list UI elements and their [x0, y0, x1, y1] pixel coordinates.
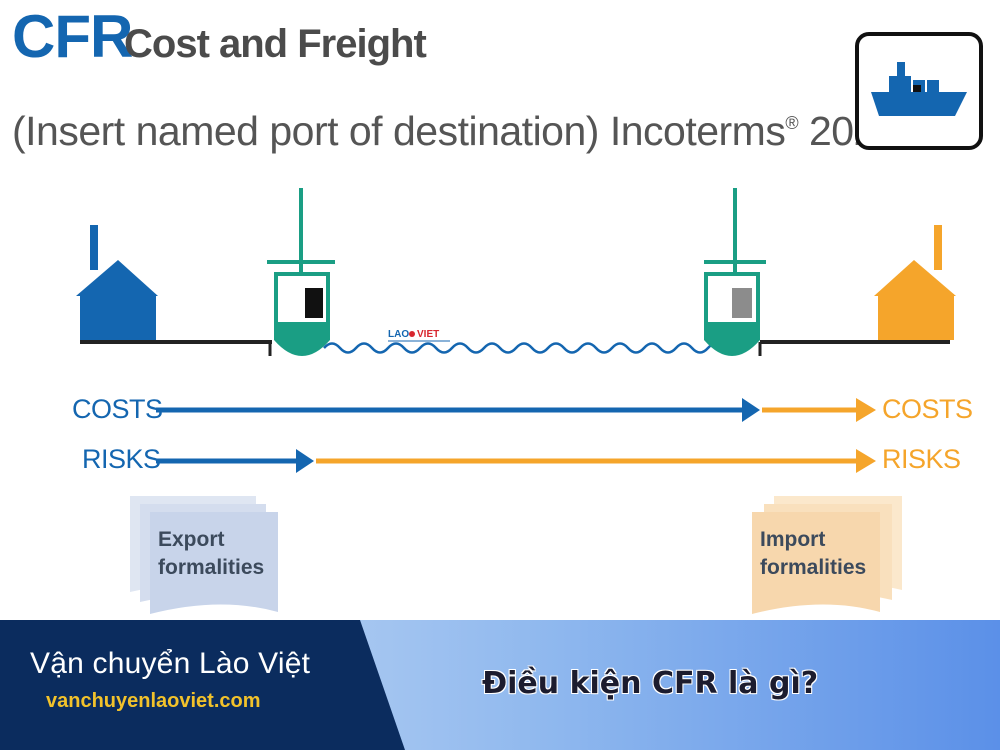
- cfr-diagram: [76, 188, 956, 614]
- risks-arrow: [156, 449, 876, 473]
- watermark-logo: LAO VIET: [388, 329, 450, 342]
- export-formalities-label: Export formalities: [158, 528, 265, 579]
- footer-question: Điều kiện CFR là gì?: [482, 666, 819, 701]
- seller-factory-icon: [76, 225, 158, 340]
- destination-vessel-icon: [704, 188, 766, 356]
- import-formalities-label: Import formalities: [760, 528, 867, 579]
- svg-text:VIET: VIET: [417, 329, 439, 340]
- svg-text:LAO: LAO: [388, 329, 409, 340]
- ship-icon: [871, 62, 967, 116]
- quay-lines: [80, 340, 950, 356]
- risks-label-seller: RISKS: [82, 444, 161, 474]
- site-link[interactable]: vanchuyenlaoviet.com: [46, 690, 261, 712]
- registered-mark: ®: [785, 113, 799, 133]
- footer-brand-panel: [0, 620, 405, 750]
- brand-name: Vận chuyển Lào Việt: [30, 647, 311, 680]
- incoterm-name: Cost and Freight: [124, 22, 427, 66]
- costs-label-seller: COSTS: [72, 394, 163, 424]
- costs-label-buyer: COSTS: [882, 394, 973, 424]
- buyer-factory-icon: [874, 225, 956, 340]
- transport-mode-badge: [855, 32, 983, 150]
- incoterm-subtitle: (Insert named port of destination) Incot…: [12, 108, 899, 155]
- subtitle-text: (Insert named port of destination) Incot…: [12, 108, 786, 154]
- incoterm-code: CFR: [12, 3, 133, 70]
- origin-vessel-icon: [267, 188, 335, 356]
- export-document-stack-icon: [130, 496, 278, 614]
- risks-label-buyer: RISKS: [882, 444, 961, 474]
- costs-arrow: [156, 398, 876, 422]
- sea-wave: [323, 342, 725, 354]
- import-document-stack-icon: [752, 496, 902, 614]
